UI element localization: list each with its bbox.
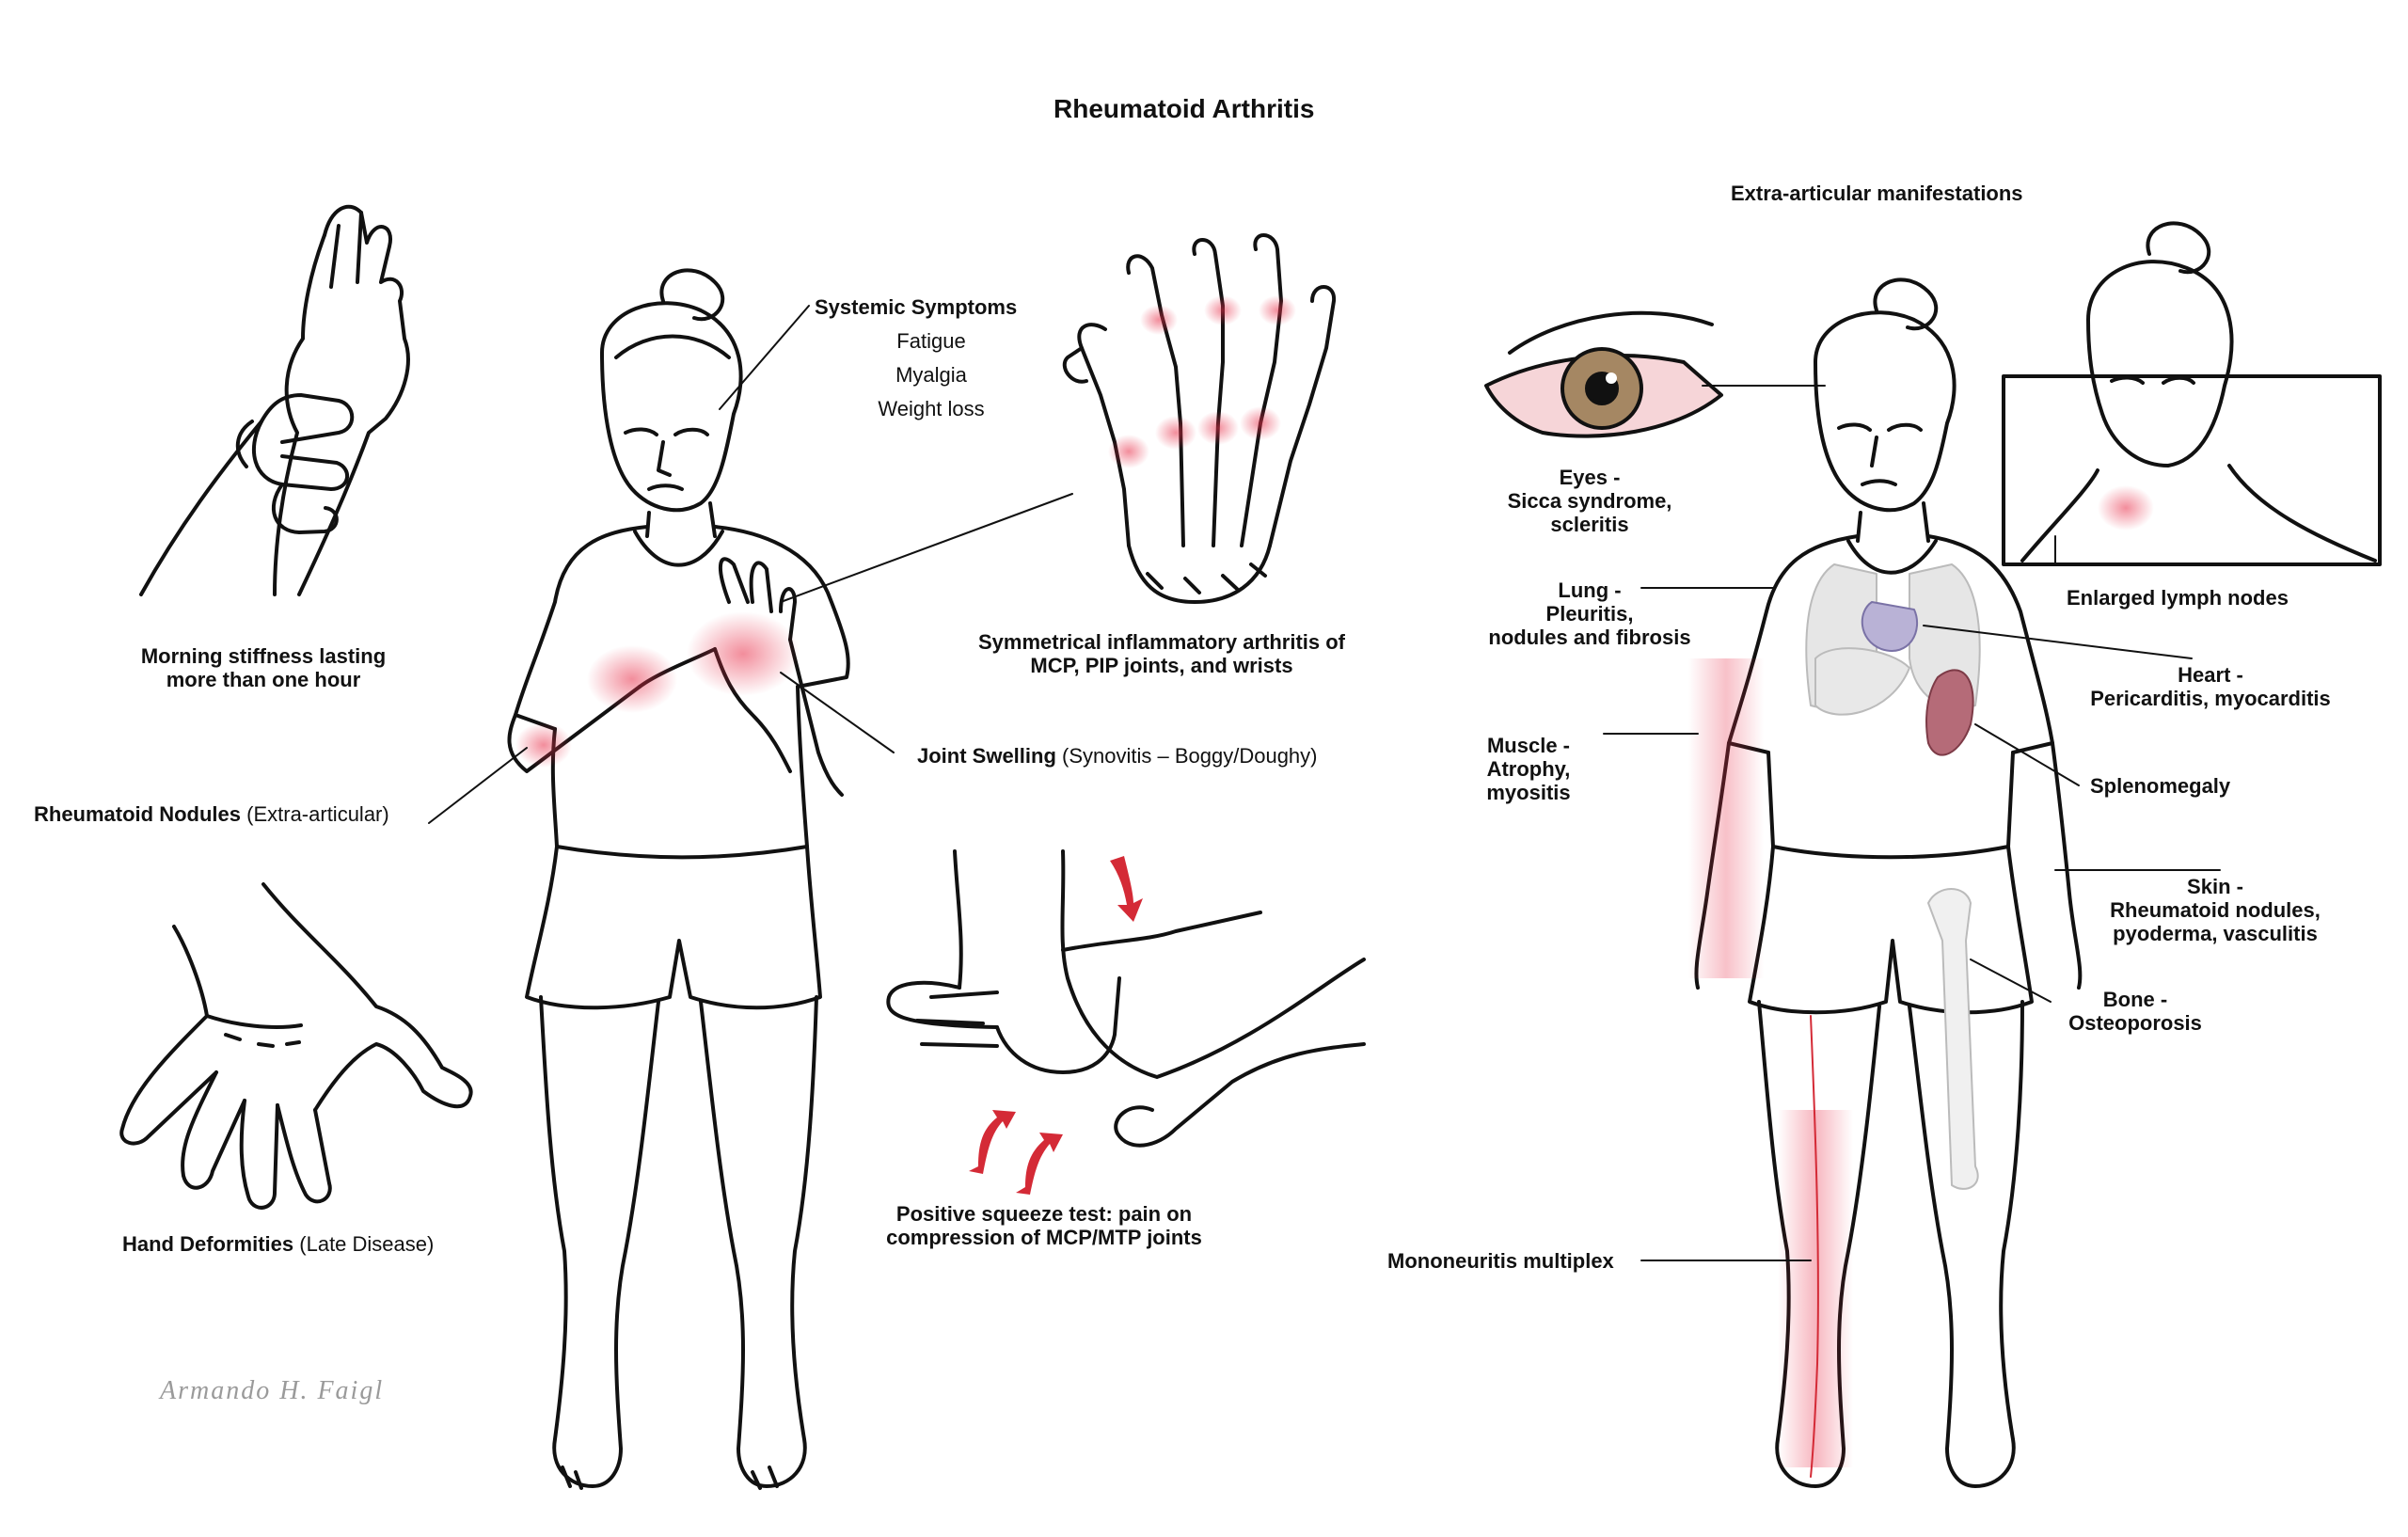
systemic-item: Myalgia — [895, 363, 967, 387]
systemic-item: Weight loss — [878, 397, 985, 420]
rheumatoid-nodules-label: Rheumatoid Nodules (Extra-articular) — [34, 802, 389, 826]
morning-stiffness-label: Morning stiffness lasting more than one … — [140, 644, 387, 691]
skin-label: Skin - Rheumatoid nodules, pyoderma, vas… — [2110, 875, 2321, 945]
mononeuritis-label: Mononeuritis multiplex — [1387, 1249, 1614, 1273]
symmetrical-arthritis-label: Symmetrical inflammatory arthritis of MC… — [977, 630, 1345, 677]
lymph-inflammation — [2098, 485, 2154, 531]
joint-swelling-label: Joint Swelling (Synovitis – Boggy/Doughy… — [917, 744, 1318, 768]
organs — [1805, 563, 1981, 1190]
patient-figure-left — [507, 268, 850, 1490]
systemic-items: Fatigue Myalgia Weight loss — [865, 329, 997, 420]
eye-drawing — [1484, 310, 1723, 438]
hand-inflammation — [587, 645, 677, 713]
stiff-hands-drawing — [139, 204, 410, 596]
artist-signature: Armando H. Faigl — [160, 1376, 385, 1405]
wrist-inflammation — [687, 611, 800, 696]
lymph-nodes-label: Enlarged lymph nodes — [2067, 586, 2289, 610]
squeeze-test-label: Positive squeeze test: pain on compressi… — [886, 1202, 1202, 1249]
eyes-label: Eyes - Sicca syndrome, scleritis — [1507, 466, 1672, 536]
squeeze-arrows — [969, 856, 1143, 1195]
deformed-hand-drawing — [119, 882, 473, 1210]
lymph-inset-portrait — [2020, 221, 2377, 563]
bone-label: Bone - Osteoporosis — [2068, 988, 2202, 1035]
leader-lines — [428, 305, 2221, 1261]
page-title: Rheumatoid Arthritis — [1054, 94, 1315, 123]
heart-label: Heart - Pericarditis, myocarditis — [2090, 663, 2331, 710]
lung-label: Lung - Pleuritis, nodules and fibrosis — [1488, 578, 1691, 649]
joint-inflammation-marks — [1108, 295, 1296, 468]
muscle-highlight — [1688, 658, 1764, 978]
patient-figure-right — [1694, 277, 2083, 1488]
systemic-item: Fatigue — [896, 329, 966, 353]
extra-articular-heading: Extra-articular manifestations — [1731, 182, 2023, 205]
hand-deformities-label: Hand Deformities (Late Disease) — [122, 1232, 435, 1256]
systemic-heading: Systemic Symptoms — [815, 295, 1018, 319]
hand-skeleton-drawing — [1062, 233, 1337, 604]
nerve-line — [1810, 1015, 1819, 1478]
muscle-label: Muscle - Atrophy, myositis — [1486, 734, 1571, 804]
elbow-nodules — [515, 722, 572, 768]
squeeze-test-drawing — [886, 849, 1366, 1148]
splenomegaly-label: Splenomegaly — [2090, 774, 2231, 798]
